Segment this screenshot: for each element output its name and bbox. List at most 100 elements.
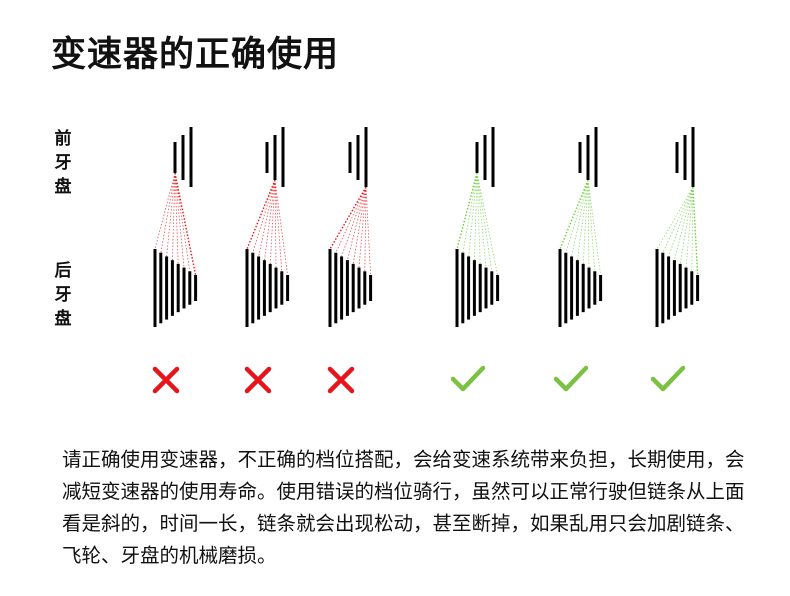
front-chainring <box>483 135 487 180</box>
front-chainring <box>491 127 495 187</box>
chain-line <box>679 186 694 264</box>
rear-sprocket <box>268 263 272 313</box>
rear-sprocket <box>575 260 579 316</box>
chain-line <box>246 179 276 250</box>
chain-line <box>456 172 478 250</box>
rear-label-char: 牙 <box>54 285 72 305</box>
rear-sprocket <box>262 260 266 316</box>
rear-sprocket <box>345 260 349 316</box>
rear-sprocket <box>188 271 192 305</box>
chain-line <box>274 179 277 268</box>
check-icon <box>553 365 589 392</box>
rear-sprocket <box>490 271 494 305</box>
chain-line <box>656 186 694 250</box>
check-icon <box>650 365 686 392</box>
rear-sprocket <box>159 252 163 324</box>
rear-label-char: 盘 <box>54 309 72 329</box>
front-chainring-label: 前 牙 盘 <box>50 127 76 199</box>
chain-line <box>341 186 367 257</box>
rear-sprocket <box>280 271 284 305</box>
chain-line <box>685 186 694 268</box>
rear-label-char: 后 <box>54 261 72 281</box>
rear-sprocket <box>672 260 676 316</box>
chain-line <box>154 172 176 250</box>
chain-line <box>269 179 276 264</box>
rear-sprocket <box>363 271 367 305</box>
rear-sprocket <box>696 275 700 301</box>
chain-line <box>476 172 498 276</box>
rear-sprocket <box>678 263 682 313</box>
rear-sprocket <box>587 267 591 309</box>
rear-sprocket <box>661 252 665 324</box>
rear-sprocket <box>369 275 373 301</box>
chain-line <box>587 179 601 276</box>
front-chainring <box>265 142 269 173</box>
front-chainring <box>578 142 582 173</box>
rear-sprocket <box>455 249 459 327</box>
rear-sprocket <box>467 256 471 320</box>
chain-line <box>462 172 478 253</box>
cross-icon <box>244 366 272 394</box>
rear-sprocket <box>251 252 255 324</box>
chain-line <box>264 179 276 261</box>
chain-line <box>166 172 176 257</box>
front-chainring <box>173 142 177 173</box>
rear-sprocket <box>690 271 694 305</box>
chain-line <box>364 186 367 272</box>
front-label-char: 牙 <box>54 153 72 173</box>
rear-sprocket <box>564 252 568 324</box>
rear-sprocket <box>655 249 659 327</box>
rear-sprocket <box>340 256 344 320</box>
page-title: 变速器的正确使用 <box>51 35 340 75</box>
rear-cassette-label: 后 牙 盘 <box>50 259 76 331</box>
rear-sprocket <box>194 275 198 301</box>
chain-line <box>476 172 487 268</box>
description-text: 请正确使用变速器，不正确的档位搭配，会给变速系统带来负担，长期使用，会减短变速器… <box>62 448 745 567</box>
rear-sprocket <box>684 267 688 309</box>
rear-sprocket <box>245 249 249 327</box>
rear-sprocket <box>558 249 562 327</box>
chain-line <box>476 172 493 272</box>
check-icon <box>450 365 486 392</box>
rear-sprocket <box>599 275 603 301</box>
rear-sprocket <box>257 256 261 320</box>
chain-line <box>668 186 694 257</box>
chain-line <box>160 172 176 253</box>
chain-line <box>358 186 367 268</box>
front-chainring <box>683 135 687 180</box>
chain-line <box>335 186 367 253</box>
rear-sprocket <box>170 260 174 316</box>
chain-line <box>258 179 276 257</box>
chain-line <box>365 186 371 276</box>
rear-sprocket <box>328 249 332 327</box>
chain-line <box>352 186 367 264</box>
front-chainring <box>594 127 598 187</box>
chain-line <box>474 172 478 261</box>
chain-line <box>587 179 590 268</box>
front-chainring <box>273 135 277 180</box>
rear-sprocket <box>581 263 585 313</box>
rear-sprocket <box>461 252 465 324</box>
chain-line <box>559 179 589 250</box>
front-chainring <box>189 127 193 187</box>
rear-sprocket <box>182 267 186 309</box>
front-chainring <box>675 142 679 173</box>
chain-line <box>582 179 589 264</box>
chain-line <box>274 179 283 272</box>
rear-sprocket <box>153 249 157 327</box>
front-chainring <box>691 127 695 187</box>
chain-line <box>347 186 367 261</box>
chain-line <box>174 172 197 276</box>
rear-sprocket <box>334 252 338 324</box>
front-chainring <box>181 135 185 180</box>
chain-line <box>174 172 191 272</box>
rear-sprocket <box>274 267 278 309</box>
rear-sprocket <box>357 267 361 309</box>
front-chainring <box>475 142 479 173</box>
chain-line <box>172 172 176 261</box>
chain-line <box>252 179 276 253</box>
chain-line <box>691 186 694 272</box>
chain-line <box>587 179 596 272</box>
rear-sprocket <box>484 267 488 309</box>
rear-sprocket <box>286 275 290 301</box>
